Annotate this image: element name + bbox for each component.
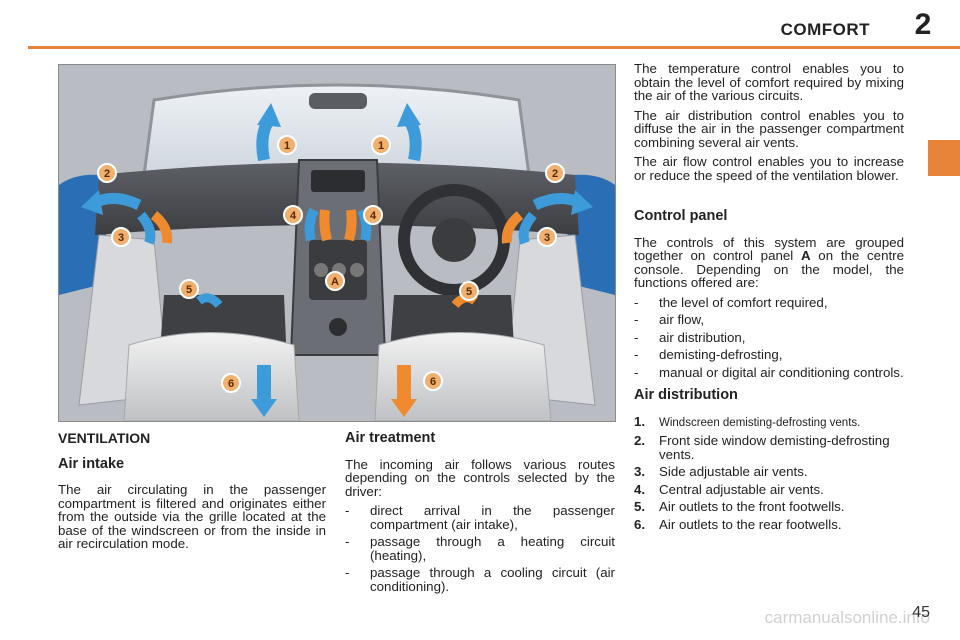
header-rule [28, 46, 960, 49]
heading-control-panel: Control panel [634, 208, 728, 224]
svg-text:6: 6 [228, 378, 234, 390]
marker-3: 3 [111, 227, 131, 247]
airflow-arrow-2-right [532, 190, 593, 215]
column-right: The temperature control enables you to o… [634, 62, 904, 535]
list-item: manual or digital air conditioning contr… [634, 365, 904, 380]
airflow-arrow-4-left [304, 207, 332, 242]
list-item: 6.Air outlets to the rear footwells. [634, 516, 842, 532]
airflow-arrow-6-left [251, 365, 277, 417]
marker-3: 3 [537, 227, 557, 247]
airflow-arrow-1-left [256, 103, 281, 162]
chapter-tab [928, 140, 960, 176]
air-intake-text: The air circulating in the passenger com… [58, 482, 326, 551]
svg-text:3: 3 [544, 232, 550, 244]
chapter-number: 2 [914, 8, 932, 41]
figure-markers: 1 1 2 2 3 3 4 4 5 5 6 6 A [97, 135, 565, 393]
heading-air-distribution: Air distribution [634, 387, 738, 403]
list-item: 2.Front side window demisting-defrosting… [634, 433, 890, 462]
airflow-arrow-5-left [196, 293, 223, 309]
watermark: carmanualsonline.info [764, 608, 930, 627]
marker-6: 6 [221, 373, 241, 393]
section-title: COMFORT [780, 20, 870, 39]
svg-text:5: 5 [186, 284, 192, 296]
marker-4: 4 [363, 205, 383, 225]
marker-4: 4 [283, 205, 303, 225]
svg-text:2: 2 [552, 168, 558, 180]
control-panel-intro: The controls of this system are grouped … [634, 234, 904, 290]
svg-text:3: 3 [118, 232, 124, 244]
marker-2: 2 [97, 163, 117, 183]
steering-hub [432, 218, 476, 262]
heading-air-intake: Air intake [58, 455, 125, 472]
airflow-arrow-4-right [344, 207, 372, 242]
svg-text:A: A [331, 276, 339, 288]
list-item: 4.Central adjustable air vents. [634, 481, 824, 497]
air-flow-control-text: The air flow control enables you to incr… [634, 154, 904, 183]
cabin-illustration-svg: 1 1 2 2 3 3 4 4 5 5 6 6 A [59, 65, 615, 421]
page-number: 45 [912, 604, 930, 621]
right-seat [374, 332, 552, 421]
svg-text:4: 4 [370, 210, 377, 222]
marker-2: 2 [545, 163, 565, 183]
list-item: passage through a cooling circuit (air c… [345, 566, 615, 593]
list-item: the level of comfort required, [634, 295, 904, 310]
air-treatment-list: direct arrival in the passenger compartm… [345, 504, 615, 593]
svg-text:4: 4 [290, 210, 297, 222]
svg-text:6: 6 [430, 376, 436, 388]
list-item: 3.Side adjustable air vents. [634, 464, 808, 479]
temperature-control-text: The temperature control enables you to o… [634, 61, 904, 103]
svg-text:1: 1 [378, 140, 384, 152]
airflow-arrow-3-left [137, 211, 173, 245]
air-distribution-list: 1.Windscreen demisting-defrosting vents.… [634, 413, 904, 532]
column-left: VENTILATION Air intake The air circulati… [58, 430, 326, 557]
svg-text:1: 1 [284, 140, 290, 152]
airflow-arrow-6-right [391, 365, 417, 417]
cabin-ventilation-illustration: 1 1 2 2 3 3 4 4 5 5 6 6 A [58, 64, 616, 422]
svg-text:5: 5 [466, 286, 472, 298]
list-item: air distribution, [634, 330, 904, 345]
center-display [311, 170, 365, 192]
airflow-arrow-3-right [501, 211, 537, 245]
airflow-arrow-2-left [81, 190, 142, 215]
marker-1: 1 [277, 135, 297, 155]
list-item: passage through a heating circuit (heati… [345, 535, 615, 562]
air-treatment-intro: The incoming air follows various routes … [345, 456, 615, 499]
list-item: direct arrival in the passenger compartm… [345, 504, 615, 531]
list-item: 5.Air outlets to the front footwells. [634, 499, 845, 514]
list-item: 1.Windscreen demisting-defrosting vents. [634, 413, 861, 429]
left-seat [123, 332, 300, 421]
marker-a: A [325, 271, 345, 291]
list-item: demisting-defrosting, [634, 348, 904, 362]
gear-lever [329, 318, 347, 336]
marker-5: 5 [179, 279, 199, 299]
rear-view-mirror [309, 93, 367, 109]
svg-text:2: 2 [104, 168, 110, 180]
list-item: air flow, [634, 313, 904, 327]
distribution-control-text: The air distribution control enables you… [634, 107, 904, 150]
control-panel-label: A [800, 248, 811, 263]
heading-ventilation: VENTILATION [58, 430, 151, 446]
marker-1: 1 [371, 135, 391, 155]
marker-6: 6 [423, 371, 443, 391]
column-middle: Air treatment The incoming air follows v… [345, 430, 615, 597]
airflow-arrow-1-right [397, 103, 422, 162]
control-panel-functions-list: the level of comfort required, air flow,… [634, 295, 904, 380]
marker-5: 5 [459, 281, 479, 301]
heading-air-treatment: Air treatment [345, 430, 436, 446]
